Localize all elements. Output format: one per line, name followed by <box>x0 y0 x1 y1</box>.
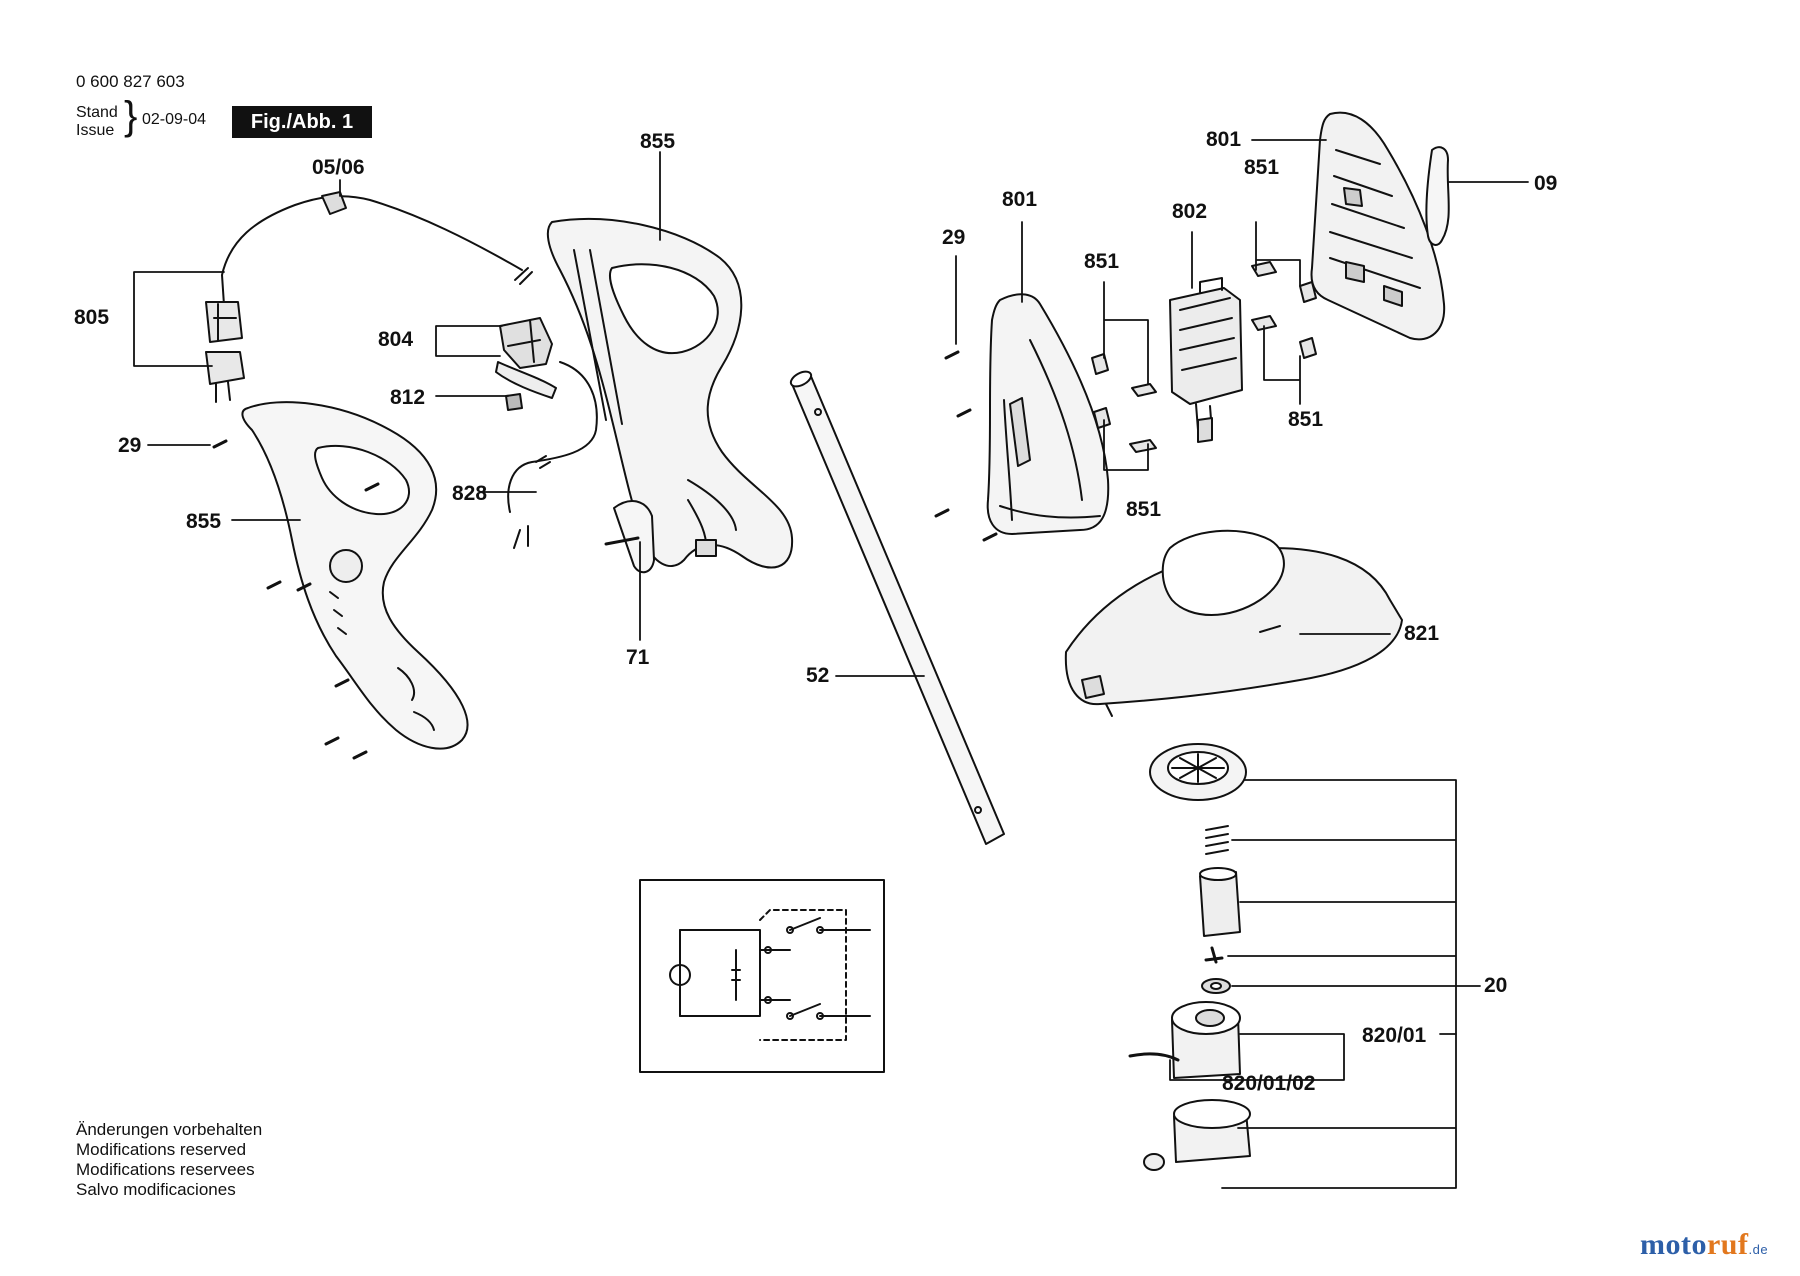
lever-part-71 <box>604 500 655 574</box>
cover-part-09 <box>1425 146 1450 246</box>
label-820-01: 820/01 <box>1362 1024 1427 1047</box>
label-29-left: 29 <box>118 434 141 457</box>
label-29-mid: 29 <box>942 226 965 249</box>
wiring-schematic <box>639 879 885 1073</box>
note-fr: Modifications reservees <box>76 1160 255 1179</box>
brand-main: moto <box>1640 1228 1707 1261</box>
label-855-left: 855 <box>186 510 221 533</box>
screws-left <box>212 439 380 760</box>
label-828: 828 <box>452 482 487 505</box>
issue-label: Issue <box>76 122 115 139</box>
part-labels: 05/06 805 804 812 29 855 855 828 71 52 2… <box>74 128 1557 1095</box>
guard-part-821 <box>1064 529 1403 717</box>
label-802: 802 <box>1172 200 1207 223</box>
label-20: 20 <box>1484 974 1507 997</box>
spool-parts <box>1128 743 1251 1171</box>
label-812: 812 <box>390 386 425 409</box>
label-801-mid: 801 <box>1002 188 1037 211</box>
switch-part <box>495 317 598 549</box>
handle-half-right <box>546 218 794 569</box>
figure-label: Fig./Abb. 1 <box>232 106 372 138</box>
label-71: 71 <box>626 646 650 669</box>
note-es: Salvo modificaciones <box>76 1180 236 1199</box>
label-805: 805 <box>74 306 109 329</box>
label-851-c: 851 <box>1288 408 1323 431</box>
label-851-b: 851 <box>1244 156 1279 179</box>
label-05-06: 05/06 <box>312 156 365 179</box>
power-cable <box>221 191 533 306</box>
label-801-top: 801 <box>1206 128 1241 151</box>
label-855-top: 855 <box>640 130 675 153</box>
brand-tld: .de <box>1748 1242 1769 1257</box>
motor-part <box>1169 277 1243 443</box>
tube-part-52 <box>789 370 1005 845</box>
label-52: 52 <box>806 664 829 687</box>
issue-date: 02-09-04 <box>142 111 207 128</box>
label-804: 804 <box>378 328 413 351</box>
stand-issue-labels: Stand Issue <box>76 104 118 140</box>
modification-notes: Änderungen vorbehalten Modifications res… <box>76 1120 262 1200</box>
note-de: Änderungen vorbehalten <box>76 1120 263 1139</box>
motor-housing-left <box>986 293 1110 535</box>
label-821: 821 <box>1404 622 1439 645</box>
brush-parts <box>1091 261 1317 453</box>
note-en: Modifications reserved <box>76 1140 247 1159</box>
plug-part <box>205 301 245 403</box>
screws-middle <box>934 350 998 542</box>
brace-glyph: } <box>124 94 138 138</box>
brand-logo: motoruf.de <box>1640 1228 1768 1262</box>
brand-accent: ruf <box>1706 1228 1749 1261</box>
label-09: 09 <box>1534 172 1557 195</box>
motor-housing-right <box>1310 111 1446 341</box>
label-851-a: 851 <box>1084 250 1119 273</box>
label-820-01-02: 820/01/02 <box>1222 1072 1315 1095</box>
document-number: 0 600 827 603 <box>76 72 185 91</box>
stand-label: Stand <box>76 104 118 121</box>
handle-half-left <box>241 401 469 750</box>
label-851-d: 851 <box>1126 498 1161 521</box>
leader-lines <box>133 139 1529 1189</box>
